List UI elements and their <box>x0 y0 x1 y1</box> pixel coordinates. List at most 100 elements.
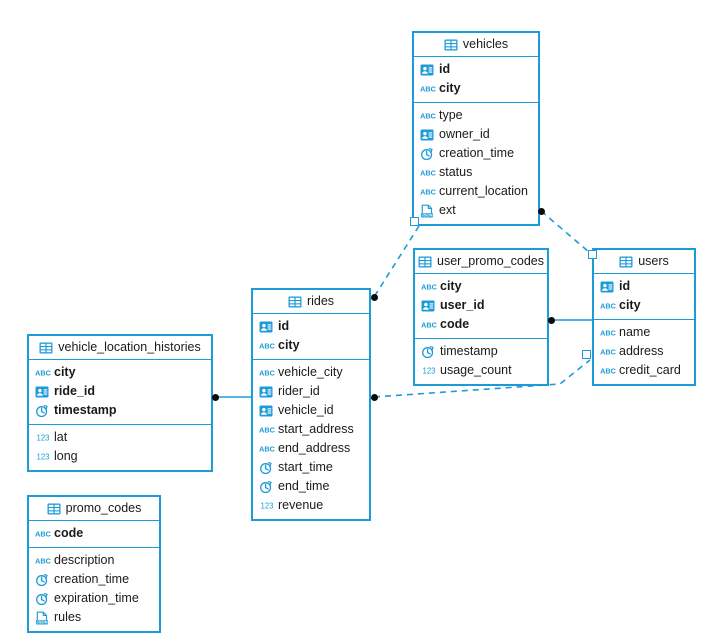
abc-text-icon: ABC <box>420 166 436 180</box>
relationship-target-square-rel-rides-users[interactable] <box>581 349 591 359</box>
relationship-target-square-rel-vehicles-users[interactable] <box>587 249 597 259</box>
id-card-icon <box>420 63 434 77</box>
abc-text-icon: ABC <box>600 345 616 359</box>
field-owner_id[interactable]: owner_id <box>414 125 538 144</box>
key-field-id[interactable]: id <box>414 60 538 79</box>
svg-text:ABC: ABC <box>259 425 275 434</box>
field-rider_id[interactable]: rider_id <box>253 382 369 401</box>
abc-text-icon: ABC <box>600 299 616 313</box>
field-label: vehicle_id <box>278 403 334 418</box>
field-label: city <box>439 81 461 96</box>
field-label: start_time <box>278 460 333 475</box>
entity-title: promo_codes <box>65 501 142 516</box>
field-label: city <box>440 279 462 294</box>
field-label: end_address <box>278 441 351 456</box>
field-label: city <box>619 298 641 313</box>
relationship-source-dot-rel-vehicle_location_histories-rides[interactable] <box>211 393 219 401</box>
clock-icon <box>259 480 273 494</box>
entity-header-rides[interactable]: rides <box>253 290 369 314</box>
entity-header-user_promo_codes[interactable]: user_promo_codes <box>415 250 547 274</box>
relationship-source-dot-rel-vehicles-users[interactable] <box>537 207 545 215</box>
key-field-id[interactable]: id <box>253 317 369 336</box>
entity-header-vehicle_location_histories[interactable]: vehicle_location_histories <box>29 336 211 360</box>
clock-icon <box>420 147 434 161</box>
field-label: rules <box>54 610 82 625</box>
entity-header-promo_codes[interactable]: promo_codes <box>29 497 159 521</box>
svg-text:ABC: ABC <box>421 320 437 329</box>
table-grid-icon <box>418 255 432 269</box>
abc-text-icon: ABC <box>600 326 616 340</box>
field-start_time[interactable]: start_time <box>253 458 369 477</box>
entity-header-vehicles[interactable]: vehicles <box>414 33 538 57</box>
svg-text:ABC: ABC <box>420 84 436 93</box>
field-creation_time[interactable]: creation_time <box>29 570 159 589</box>
field-expiration_time[interactable]: expiration_time <box>29 589 159 608</box>
field-label: description <box>54 553 115 568</box>
table-grid-icon <box>619 255 633 269</box>
svg-text:ABC: ABC <box>420 111 436 120</box>
relationship-source-dot-rel-rides-users[interactable] <box>370 393 378 401</box>
field-timestamp[interactable]: timestamp <box>415 342 547 361</box>
field-label: expiration_time <box>54 591 139 606</box>
entity-header-users[interactable]: users <box>594 250 694 274</box>
svg-text:ABC: ABC <box>420 187 436 196</box>
field-label: current_location <box>439 184 528 199</box>
123-number-icon: 123 <box>421 364 435 378</box>
relationship-source-square-rel-vehicles-rides[interactable] <box>409 216 419 226</box>
field-end_time[interactable]: end_time <box>253 477 369 496</box>
field-label: status <box>439 165 473 180</box>
field-creation_time[interactable]: creation_time <box>414 144 538 163</box>
key-field-ride_id[interactable]: ride_id <box>29 382 211 401</box>
key-field-user_id[interactable]: user_id <box>415 296 547 315</box>
123-number-icon: 123 <box>259 499 273 513</box>
abc-text-icon: ABC <box>259 423 275 437</box>
entity-title: rides <box>306 294 335 309</box>
key-field-id[interactable]: id <box>594 277 694 296</box>
abc-text-icon: ABC <box>420 82 436 96</box>
svg-text:ABC: ABC <box>600 347 616 356</box>
svg-text:123: 123 <box>36 452 49 461</box>
field-vehicle_id[interactable]: vehicle_id <box>253 401 369 420</box>
relationship-target-dot-rel-vehicles-rides[interactable] <box>370 293 378 301</box>
id-card-icon <box>600 280 614 294</box>
abc-text-icon: ABC <box>421 280 437 294</box>
field-label: city <box>278 338 300 353</box>
svg-text:JSON: JSON <box>421 212 432 217</box>
svg-text:123: 123 <box>422 366 435 375</box>
key-field-timestamp[interactable]: timestamp <box>29 401 211 420</box>
relationship-source-dot-rel-user_promo_codes-users[interactable] <box>547 316 555 324</box>
